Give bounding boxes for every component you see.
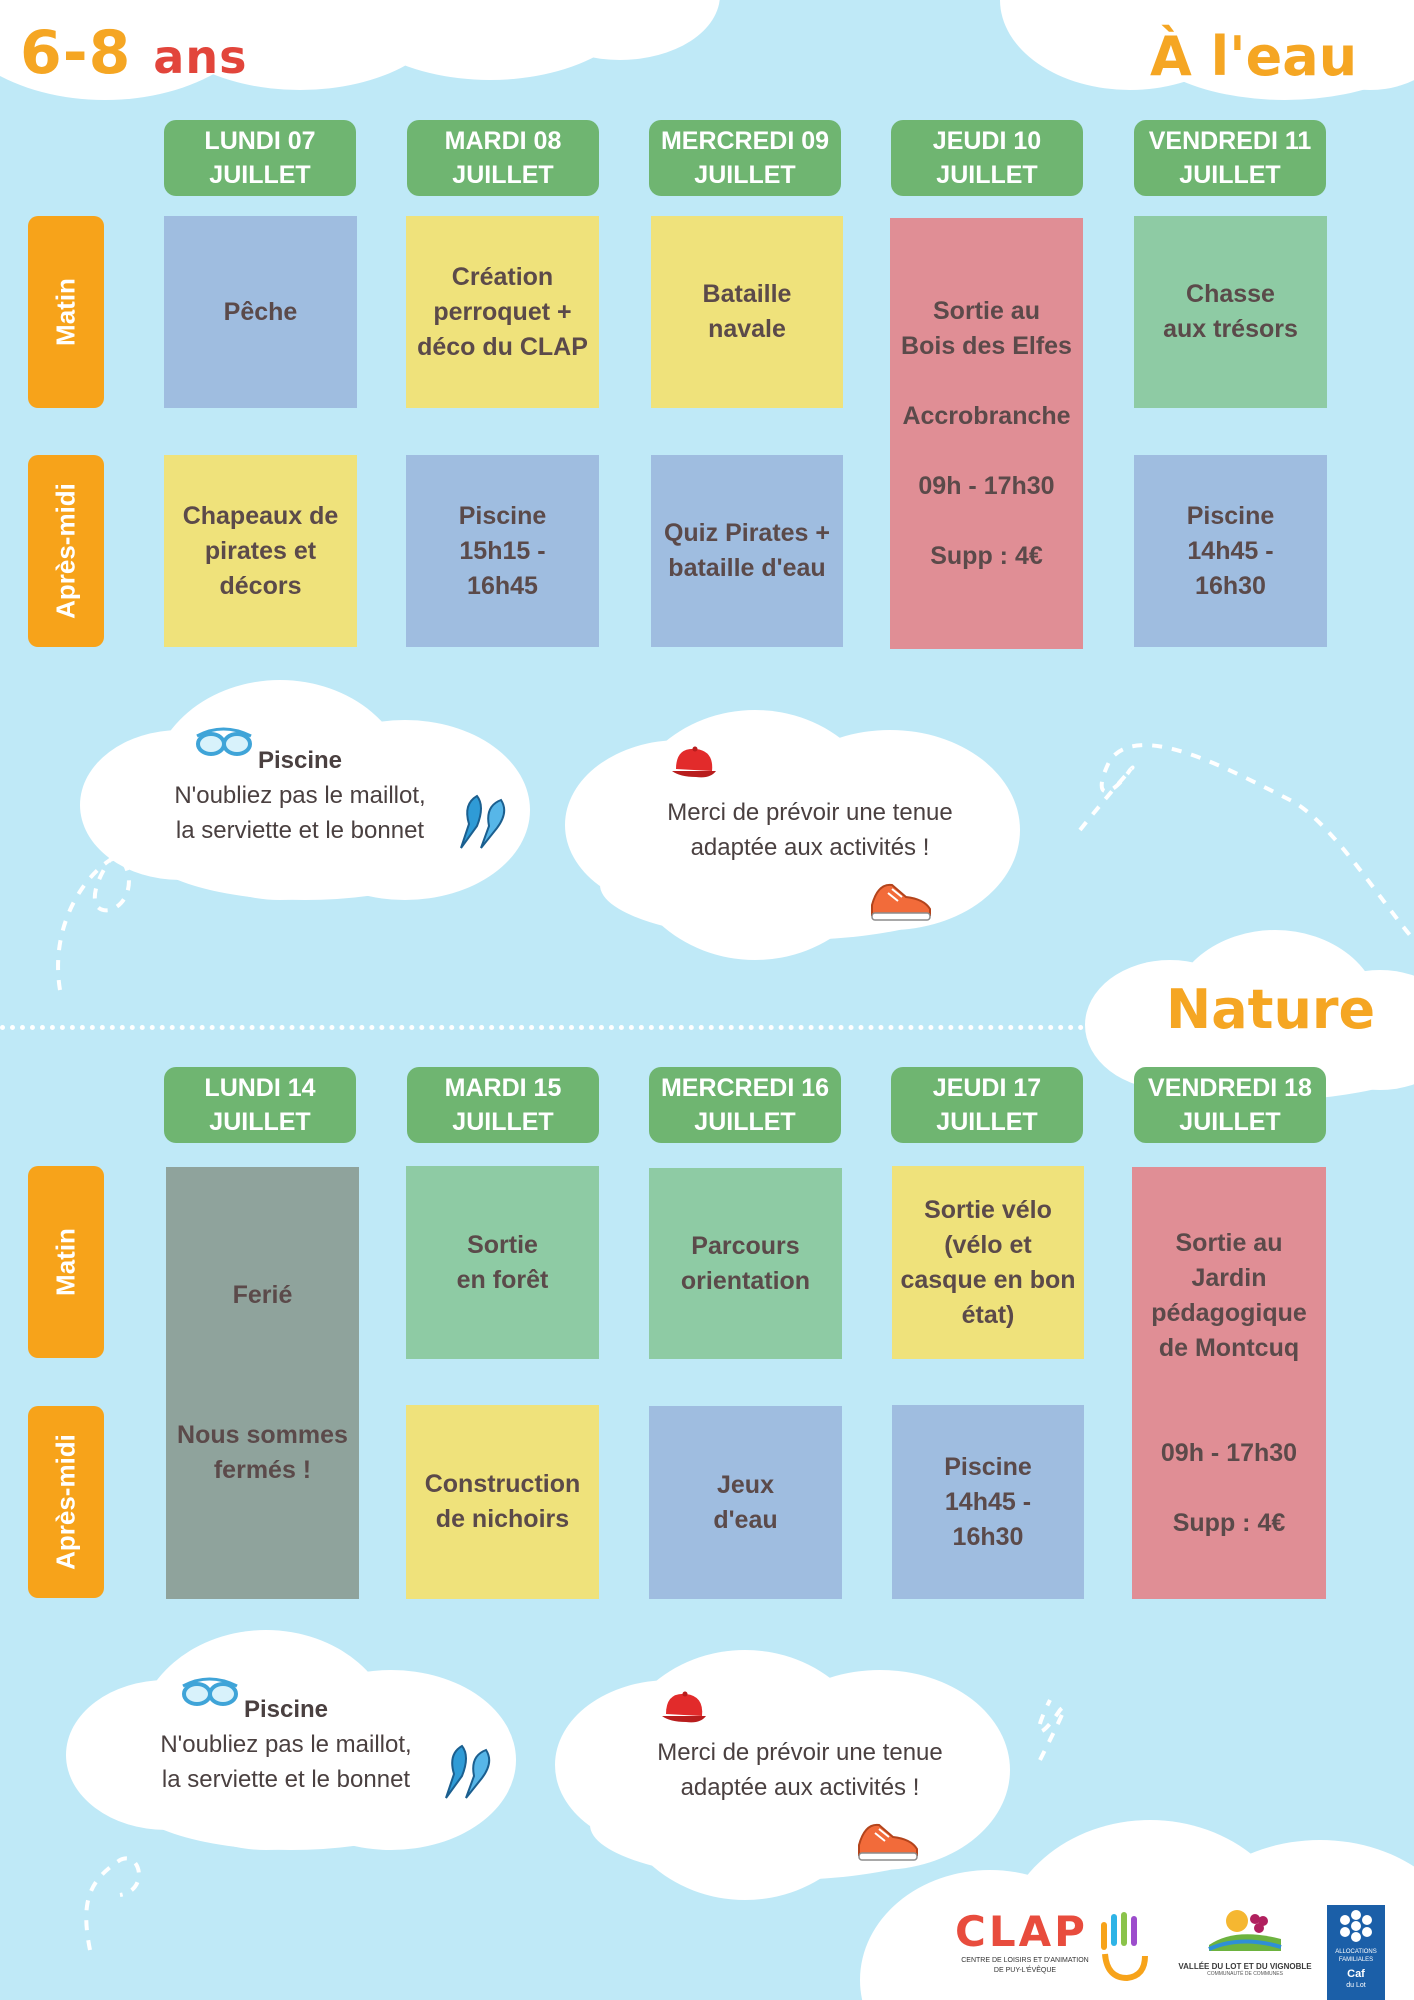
goggles-icon xyxy=(182,1677,238,1706)
sneaker-icon xyxy=(858,1823,918,1861)
activity-mon-07-afternoon: Chapeaux de pirates et décors xyxy=(164,455,357,647)
sneaker-icon xyxy=(871,883,931,921)
week-divider xyxy=(0,1025,1414,1030)
activity-thu-17-afternoon: Piscine 14h45 - 16h30 xyxy=(892,1405,1084,1599)
activity-thu-10-full-day: Sortie au Bois des Elfes Accrobranche 09… xyxy=(890,218,1083,649)
activity-fri-11-afternoon: Piscine 14h45 - 16h30 xyxy=(1134,455,1327,647)
activity-tue-15-morning: Sortie en forêt xyxy=(406,1166,599,1359)
hand-icon xyxy=(1101,1912,1148,1982)
flippers-icon xyxy=(460,794,506,849)
caf-flower-icon xyxy=(1340,1910,1372,1942)
activity-fri-11-morning: Chasse aux trésors xyxy=(1134,216,1327,408)
age-number: 6-8 xyxy=(20,18,132,88)
cap-icon xyxy=(662,1691,706,1723)
activity-tue-08-afternoon: Piscine 15h15 - 16h45 xyxy=(406,455,599,647)
afternoon-label-week2: Après-midi xyxy=(28,1406,104,1598)
activity-wed-16-morning: Parcours orientation xyxy=(649,1168,842,1359)
outfit-note-week1: Merci de prévoir une tenue adaptée aux a… xyxy=(667,799,953,861)
pool-note-title: Piscine xyxy=(257,747,343,774)
activity-tue-08-morning: Création perroquet + déco du CLAP xyxy=(406,216,599,408)
afternoon-label-week1: Après-midi xyxy=(28,455,104,647)
flippers-icon xyxy=(445,1744,491,1799)
activity-mon-07-morning: Pêche xyxy=(164,216,357,408)
outfit-note-week2: Merci de prévoir une tenue adaptée aux a… xyxy=(657,1739,943,1801)
cap-icon xyxy=(672,746,716,778)
activity-wed-09-morning: Bataille navale xyxy=(651,216,843,408)
morning-label-week2: Matin xyxy=(28,1166,104,1358)
activity-tue-15-afternoon: Construction de nichoirs xyxy=(406,1405,599,1599)
morning-label-week1: Matin xyxy=(28,216,104,408)
age-range-title: 6-8 ans xyxy=(20,18,247,88)
age-word: ans xyxy=(153,30,248,84)
activity-wed-09-afternoon: Quiz Pirates + bataille d'eau xyxy=(651,455,843,647)
vineyard-icon xyxy=(1208,1910,1282,1951)
pool-note-week2: Piscine N'oubliez pas le maillot, la ser… xyxy=(126,1692,446,1797)
activity-thu-17-morning: Sortie vélo (vélo et casque en bon état) xyxy=(892,1166,1084,1359)
pool-note-week1: Piscine N'oubliez pas le maillot, la ser… xyxy=(140,743,460,848)
clap-logo: CLAP CENTRE DE LOISIRS ET D'ANIMATION DE… xyxy=(955,1910,1165,1990)
week1-theme-title: À l'eau xyxy=(1150,25,1358,88)
vallee-logo: VALLÉE DU LOT ET DU VIGNOBLE COMMUNAUTÉ … xyxy=(1170,1905,1320,1995)
goggles-icon xyxy=(196,727,252,756)
activity-wed-16-afternoon: Jeux d'eau xyxy=(649,1406,842,1599)
activity-mon-14-full-day: Ferié Nous sommes fermés ! xyxy=(166,1167,359,1599)
week2-theme-title: Nature xyxy=(1166,978,1376,1041)
caf-logo: ALLOCATIONS FAMILIALES Caf du Lot xyxy=(1327,1905,1385,2000)
activity-fri-18-full-day: Sortie au Jardin pédagogique de Montcuq … xyxy=(1132,1167,1326,1599)
pool-note-title: Piscine xyxy=(243,1696,329,1723)
